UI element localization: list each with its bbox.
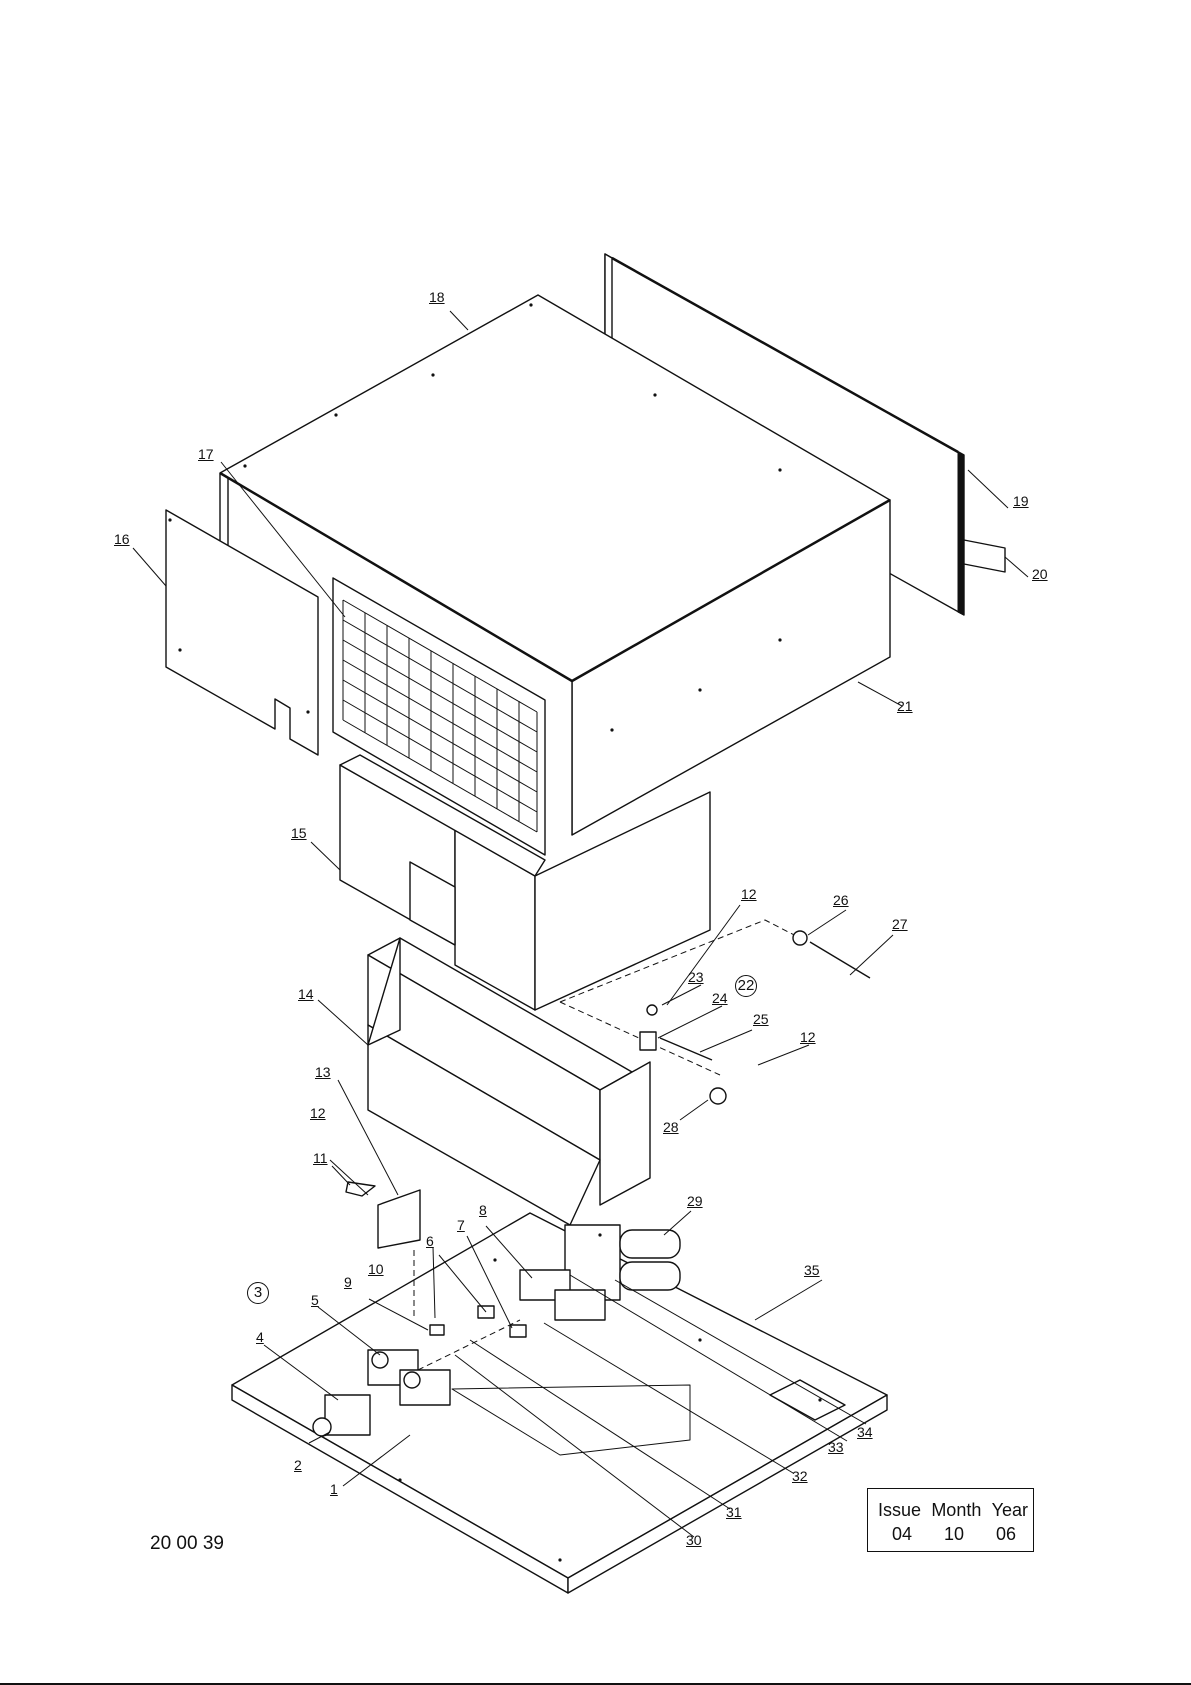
callout-30: 30 (686, 1533, 702, 1547)
callout-7: 7 (457, 1218, 465, 1232)
callout-12-right: 12 (800, 1030, 816, 1044)
callout-6: 6 (426, 1234, 434, 1248)
callout-29: 29 (687, 1194, 703, 1208)
callout-13: 13 (315, 1065, 331, 1079)
callout-34: 34 (857, 1425, 873, 1439)
callout-3: 3 (247, 1282, 269, 1304)
issue-value: 04 (892, 1524, 912, 1545)
callout-35: 35 (804, 1263, 820, 1277)
callout-15: 15 (291, 826, 307, 840)
callout-12-lower: 12 (310, 1106, 326, 1120)
callout-5: 5 (311, 1293, 319, 1307)
callout-23: 23 (688, 970, 704, 984)
issue-date-box: Issue Month Year 04 10 06 (867, 1488, 1034, 1552)
callout-14: 14 (298, 987, 314, 1001)
callout-2: 2 (294, 1458, 302, 1472)
callout-8: 8 (479, 1203, 487, 1217)
callout-18: 18 (429, 290, 445, 304)
callout-31: 31 (726, 1505, 742, 1519)
month-value: 10 (944, 1524, 964, 1545)
callout-16: 16 (114, 532, 130, 546)
callout-28: 28 (663, 1120, 679, 1134)
callout-17: 17 (198, 447, 214, 461)
issue-box-values: 04 10 06 (892, 1524, 1016, 1545)
callout-25: 25 (753, 1012, 769, 1026)
month-label: Month (931, 1500, 981, 1521)
callout-9: 9 (344, 1275, 352, 1289)
issue-label: Issue (878, 1500, 921, 1521)
callout-22: 22 (735, 975, 757, 997)
callout-19: 19 (1013, 494, 1029, 508)
callout-11: 11 (313, 1151, 328, 1165)
callout-24: 24 (712, 991, 728, 1005)
callout-10: 10 (368, 1262, 384, 1276)
callout-33: 33 (828, 1440, 844, 1454)
callout-1: 1 (330, 1482, 338, 1496)
callout-27: 27 (892, 917, 908, 931)
callout-32: 32 (792, 1469, 808, 1483)
drawing-number: 20 00 39 (150, 1533, 224, 1555)
callout-26: 26 (833, 893, 849, 907)
year-label: Year (992, 1500, 1028, 1521)
callout-4: 4 (256, 1330, 264, 1344)
callout-20: 20 (1032, 567, 1048, 581)
issue-box-header: Issue Month Year (878, 1500, 1028, 1521)
bracket-part-20 (964, 540, 1005, 572)
year-value: 06 (996, 1524, 1016, 1545)
callout-21: 21 (897, 699, 913, 713)
callout-12-middle: 12 (741, 887, 757, 901)
